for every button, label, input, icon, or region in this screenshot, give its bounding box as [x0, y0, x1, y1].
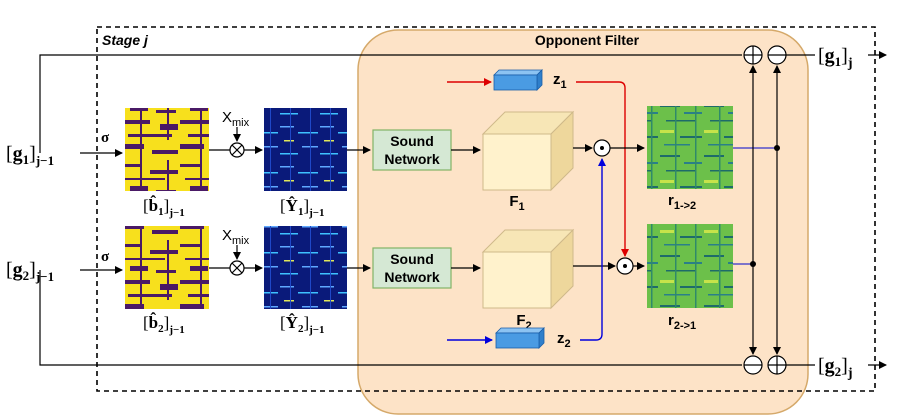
z2-label: z2 [557, 330, 571, 350]
z1-label: z1 [553, 71, 567, 91]
sigma-1: σ [101, 130, 110, 146]
r12-label: r1->2 [668, 192, 696, 212]
multiply-op-1 [229, 142, 245, 158]
svg-text:[g2]j: [g2]j [818, 355, 853, 381]
g2-bypass-wire [39, 270, 742, 366]
dot-op-2 [616, 257, 634, 275]
sound-network-1: Sound Network [372, 129, 452, 171]
svg-text:r2->1: r2->1 [668, 312, 696, 332]
multiply-op-2 [229, 260, 245, 276]
svg-text:Network: Network [384, 151, 439, 167]
feature-cube-f1 [481, 110, 575, 192]
svg-text:Sound: Sound [390, 133, 434, 149]
dot-op-1 [593, 139, 611, 157]
minus-op-g1 [767, 45, 787, 65]
f2-label: F2 [516, 312, 531, 332]
spec-y2-label: [Ŷ2]j−1 [280, 313, 325, 336]
stage-box [96, 26, 876, 392]
output-g1-label: [g1]j [818, 45, 853, 71]
svg-text:[b̂2]j−1: [b̂2]j−1 [143, 313, 185, 336]
svg-text:[g1]j: [g1]j [818, 45, 853, 71]
svg-text:F2: F2 [516, 312, 531, 332]
svg-text:Network: Network [384, 269, 439, 285]
input-g1-label: [g1]j−1 [6, 143, 54, 168]
svg-text:Xmix: Xmix [222, 227, 250, 247]
mask-b1-image [125, 108, 209, 191]
xmix-label-1: Xmix [222, 109, 250, 129]
svg-text:[g1]j−1: [g1]j−1 [6, 143, 54, 168]
spec-y1-image [264, 108, 347, 191]
plus-op-g1 [743, 45, 763, 65]
sigma-2: σ [101, 249, 110, 265]
spec-y2-image [264, 226, 347, 309]
svg-text:F1: F1 [509, 193, 524, 213]
svg-text:[b̂1]j−1: [b̂1]j−1 [143, 196, 185, 219]
z2-to-dot1-blue-wire [580, 158, 606, 341]
svg-text:z1: z1 [553, 71, 567, 91]
z2-vector [495, 327, 545, 349]
z1-vector [493, 69, 543, 91]
opponent-filter-region [357, 29, 809, 415]
r12-image [647, 106, 733, 189]
output-g2-label: [g2]j [818, 355, 853, 381]
svg-text:Sound: Sound [390, 251, 434, 267]
f1-label: F1 [509, 193, 524, 213]
r21-image [647, 224, 733, 308]
plus-op-g2 [767, 355, 787, 375]
svg-text:[g2]j−1: [g2]j−1 [6, 259, 54, 284]
stage-label: Stage j [102, 32, 149, 48]
mask-b1-label: [b̂1]j−1 [143, 196, 185, 219]
opponent-filter-label: Opponent Filter [535, 32, 640, 48]
svg-text:[Ŷ2]j−1: [Ŷ2]j−1 [280, 313, 325, 336]
svg-text:z2: z2 [557, 330, 571, 350]
mask-b2-label: [b̂2]j−1 [143, 313, 185, 336]
feature-cube-f2 [481, 228, 575, 310]
svg-text:[Ŷ1]j−1: [Ŷ1]j−1 [280, 196, 325, 219]
g1-bypass-wire [39, 54, 742, 153]
spec-y1-label: [Ŷ1]j−1 [280, 196, 325, 219]
z1-to-dot2-red-wire [576, 81, 629, 257]
sound-network-2: Sound Network [372, 247, 452, 289]
input-g2-label: [g2]j−1 [6, 259, 54, 284]
svg-text:r1->2: r1->2 [668, 192, 696, 212]
svg-text:Xmix: Xmix [222, 109, 250, 129]
minus-op-g2 [743, 355, 763, 375]
xmix-label-2: Xmix [222, 227, 250, 247]
mask-b2-image [125, 226, 209, 309]
r21-label: r2->1 [668, 312, 696, 332]
